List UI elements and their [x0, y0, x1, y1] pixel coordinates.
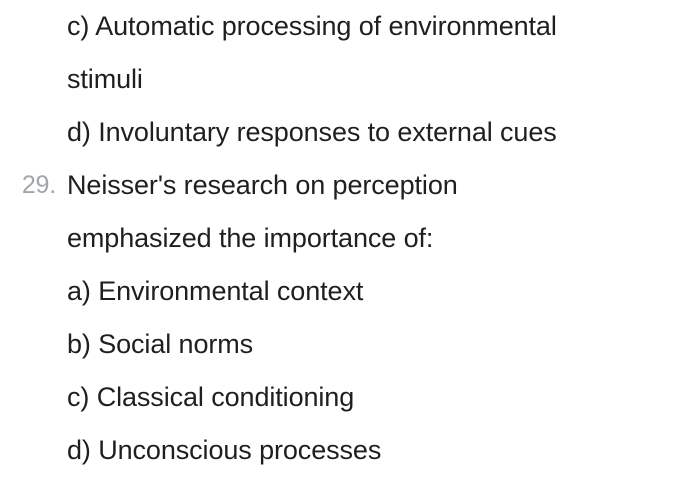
option-line-a: a) Environmental context: [0, 265, 675, 318]
line-text: a) Environmental context: [67, 276, 364, 306]
option-line-b: b) Social norms: [0, 318, 675, 371]
option-line: d) Involuntary responses to external cue…: [0, 106, 675, 159]
question-prompt-line-continuation: emphasized the importance of:: [0, 212, 675, 265]
line-text: d) Involuntary responses to external cue…: [67, 117, 557, 147]
option-line: c) Automatic processing of environmental: [0, 1, 675, 53]
quiz-page: c) Automatic processing of environmental…: [0, 1, 675, 465]
line-text: emphasized the importance of:: [67, 223, 434, 253]
question-prompt-line: 29. Neisser's research on perception: [0, 159, 675, 212]
line-text: c) Automatic processing of environmental: [67, 11, 557, 41]
option-line-d: d) Unconscious processes: [0, 424, 675, 477]
line-text: stimuli: [67, 64, 143, 94]
line-text: d) Unconscious processes: [67, 435, 382, 465]
question-number-29: 29.: [21, 171, 56, 199]
line-text: c) Classical conditioning: [67, 382, 355, 412]
option-line-continuation: stimuli: [0, 53, 675, 106]
option-line-c: c) Classical conditioning: [0, 371, 675, 424]
line-text: b) Social norms: [67, 329, 254, 359]
line-text: Neisser's research on perception: [67, 170, 458, 200]
